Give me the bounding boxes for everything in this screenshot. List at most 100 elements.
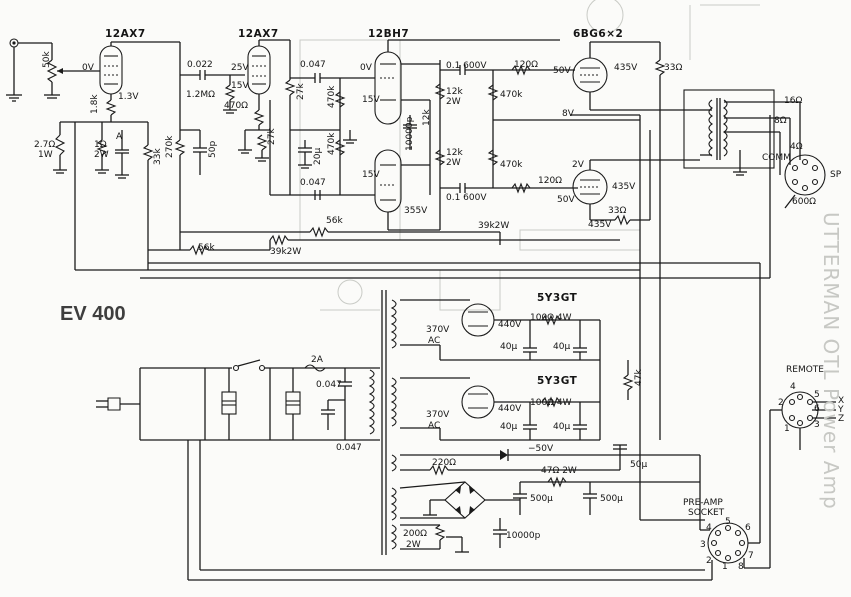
remote-label: REMOTE [786, 365, 824, 375]
c50u-value: 50μ [630, 460, 648, 470]
comm-label: COMM [762, 153, 791, 163]
preamp-pin-8: 8 [738, 562, 744, 572]
r18k-value: 1.8k [90, 94, 100, 114]
preamp-pin-2: 2 [706, 556, 712, 566]
r200-value: 200Ω [403, 529, 428, 539]
v2-cathode-voltage: 15V [231, 81, 249, 91]
r100-a-value: 100Ω 4W [530, 313, 572, 323]
preamp-label-2: SOCKET [688, 508, 725, 518]
c0047-a-value: 0.047 [300, 60, 326, 70]
tr1-sec-voltage: 370V [426, 325, 450, 335]
watermark-text: UTTERMAN OTL Power Amp [819, 212, 843, 510]
tr2-sec-voltage: 370V [426, 410, 450, 420]
r470k-a-value: 470k [327, 85, 337, 108]
preamp-pin-4: 4 [706, 523, 712, 533]
tube-v2 [247, 40, 271, 95]
remote-x: X [838, 396, 845, 406]
c40-b2-value: 40μ [553, 422, 571, 432]
v2-plate-voltage: 25V [231, 63, 249, 73]
diode-icon [500, 449, 509, 461]
c20u-value: 20μ [313, 147, 323, 165]
tube-v4-top [572, 41, 660, 110]
preamp-label-1: PRE-AMP [683, 498, 723, 508]
rectifier-1-label: 5Y3GT [537, 292, 578, 304]
r33-b-value: 33Ω [608, 206, 627, 216]
fuse-value: 2A [311, 355, 323, 365]
r470k-c-value: 470k [500, 90, 523, 100]
tube-v1-label: 12AX7 [105, 28, 146, 40]
remote-pin-6: 6 [814, 404, 820, 414]
out-top-grid-voltage: 50V [553, 66, 571, 76]
r220-value: 220Ω [432, 458, 457, 468]
c40-a1-value: 40μ [500, 342, 518, 352]
v3-plate-voltage: 355V [404, 206, 428, 216]
tr2-ac-label: AC [428, 421, 441, 431]
ac-plug-icon [96, 397, 140, 411]
tap-8-label: 8Ω [774, 116, 787, 126]
point-a-label: A [116, 132, 123, 142]
remote-socket [769, 391, 836, 540]
tr1-out-voltage: 440V [498, 320, 522, 330]
preamp-pin-5: 5 [725, 517, 731, 527]
r56k-b-value: 56k [198, 243, 215, 253]
switch-icon [232, 359, 266, 372]
preamp-pin-6: 6 [745, 523, 751, 533]
remote-z: Z [838, 414, 845, 424]
r470-value: 470Ω [224, 101, 249, 111]
r27-value: 2.7Ω [34, 140, 56, 150]
r1-watt: 2W [94, 150, 109, 160]
tube-v4-label: 6BG6×2 [573, 28, 624, 40]
r56k-a-value: 56k [326, 216, 343, 226]
bridge-rectifier-icon [444, 481, 486, 519]
r270k-value: 270k [165, 135, 175, 158]
r12k-b-watt: 2W [446, 158, 461, 168]
c50p-value: 50p [208, 140, 218, 158]
tube-v1 [99, 41, 180, 100]
speaker-socket [779, 102, 826, 209]
volume-pot [44, 43, 100, 99]
remote-pin-1: 1 [784, 424, 790, 434]
v3-cathode-top-voltage: 15V [362, 95, 380, 105]
out-bot-plate2-voltage: 435V [588, 220, 612, 230]
preamp-pin-7: 7 [748, 551, 754, 561]
model-title: EV 400 [60, 303, 126, 325]
preamp-pin-1: 1 [722, 562, 728, 572]
tap-4-label: 4Ω [790, 142, 803, 152]
r100-b-value: 100Ω 4W [530, 398, 572, 408]
r200-watt: 2W [406, 540, 421, 550]
tube-v3-label: 12BH7 [368, 28, 410, 40]
r120-b-value: 120Ω [538, 176, 563, 186]
c0047-d-value: 0.047 [336, 443, 362, 453]
preamp-pin-3: 3 [700, 540, 706, 550]
tap-600-label: 600Ω [792, 197, 817, 207]
r12k-b-value: 12k [446, 148, 463, 158]
r27k-b-value: 27k [267, 128, 277, 145]
c40-b1-value: 40μ [500, 422, 518, 432]
c0047-b-value: 0.047 [300, 178, 326, 188]
tr1-ac-label: AC [428, 336, 441, 346]
c0022-value: 0.022 [187, 60, 213, 70]
tap-16-label: 16Ω [784, 96, 803, 106]
out-top-plate-voltage: 435V [614, 63, 638, 73]
remote-pin-5: 5 [814, 390, 820, 400]
remote-pin-3: 3 [814, 420, 820, 430]
remote-pin-2: 2 [778, 398, 784, 408]
rectifier-2-label: 5Y3GT [537, 375, 578, 387]
tube-v3 [374, 51, 402, 213]
r12k-c-value: 12k [422, 109, 432, 126]
c10000p-a-value: 10000p [405, 116, 415, 151]
tr2-out-voltage: 440V [498, 404, 522, 414]
r39k-b-value: 39k2W [270, 247, 302, 257]
r12k-a-watt: 2W [446, 97, 461, 107]
bias-voltage: −50V [528, 444, 554, 454]
r27-watt: 1W [38, 150, 53, 160]
tube-v2-label: 12AX7 [238, 28, 279, 40]
r120-a-value: 120Ω [514, 60, 539, 70]
rectifier-tube-2 [390, 377, 600, 441]
r47k-value: 47k [634, 369, 644, 386]
v1-cathode-voltage: 1.3V [118, 92, 139, 102]
r47-2w-value: 47Ω 2W [541, 466, 577, 476]
r33-a-value: 33Ω [664, 63, 683, 73]
